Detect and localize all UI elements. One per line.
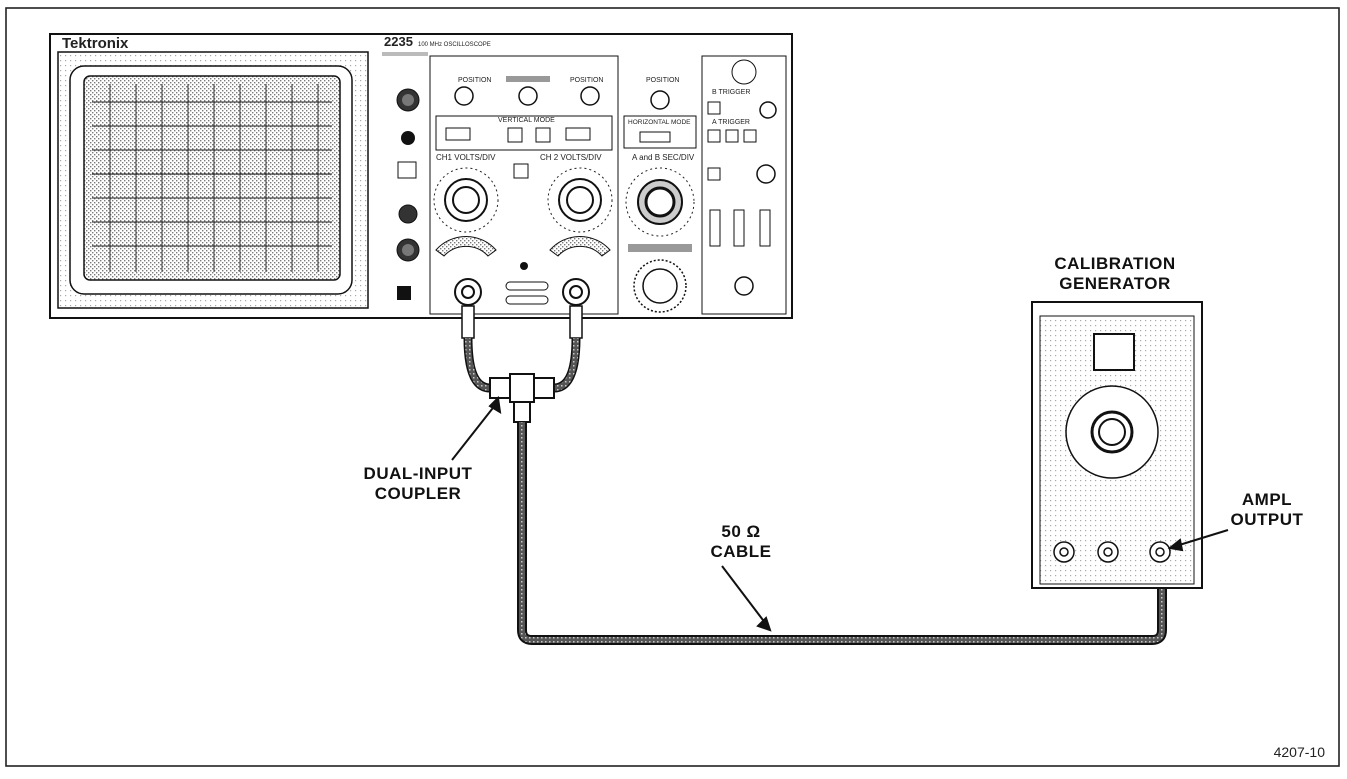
cable-label: 50 Ω CABLE — [686, 522, 796, 562]
vertical-mode-label: VERTICAL MODE — [498, 117, 555, 124]
leader-arrows — [451, 395, 1229, 632]
ch2-input-connector — [562, 278, 590, 306]
coupler-label: DUAL-INPUT COUPLER — [348, 464, 488, 504]
crt-screen — [83, 75, 341, 281]
ch1-volts-dial — [433, 167, 499, 257]
generator-label-line2: GENERATOR — [1059, 274, 1171, 293]
b-trigger-label: B TRIGGER — [712, 89, 750, 96]
ch1-input-connector — [454, 278, 482, 306]
sec-div-dial — [625, 167, 695, 237]
model-number: 2235 — [384, 34, 413, 49]
ampl-label-line2: OUTPUT — [1230, 510, 1304, 529]
brand-logo: Tektronix — [62, 35, 129, 52]
input-cables — [461, 305, 583, 393]
model-description: 100 MHz OSCILLOSCOPE — [418, 42, 491, 48]
cable-label-line1: 50 Ω — [721, 522, 761, 541]
crt-controls — [382, 52, 428, 300]
var-dial — [633, 259, 687, 313]
dual-input-coupler — [489, 373, 555, 423]
figure-border — [5, 7, 1340, 767]
ampl-label-line1: AMPL — [1241, 490, 1293, 509]
oscilloscope: Tektronix 2235 100 MHz OSCILLOSCOPE POSI… — [49, 33, 793, 319]
figure-id: 4207-10 — [1273, 744, 1325, 760]
ch1-position-label: POSITION — [458, 77, 491, 84]
horizontal-mode-label: HORIZONTAL MODE — [628, 119, 691, 126]
ch1-volts-label: CH1 VOLTS/DIV — [436, 153, 496, 162]
sec-div-label: A and B SEC/DIV — [632, 153, 695, 162]
ch2-volts-label: CH 2 VOLTS/DIV — [540, 153, 602, 162]
ch2-position-label: POSITION — [570, 77, 603, 84]
a-trigger-label: A TRIGGER — [712, 119, 750, 126]
coupler-label-line1: DUAL-INPUT — [363, 464, 473, 483]
coupler-label-line2: COUPLER — [374, 484, 462, 503]
ch2-volts-dial — [547, 167, 613, 257]
generator-label: CALIBRATION GENERATOR — [1020, 254, 1210, 294]
generator-label-line1: CALIBRATION — [1054, 254, 1176, 273]
calibration-generator — [1031, 301, 1203, 589]
horizontal-position-label: POSITION — [646, 77, 679, 84]
ampl-output-label: AMPL OUTPUT — [1212, 490, 1322, 530]
graticule — [92, 84, 332, 272]
cable-label-line2: CABLE — [710, 542, 772, 561]
